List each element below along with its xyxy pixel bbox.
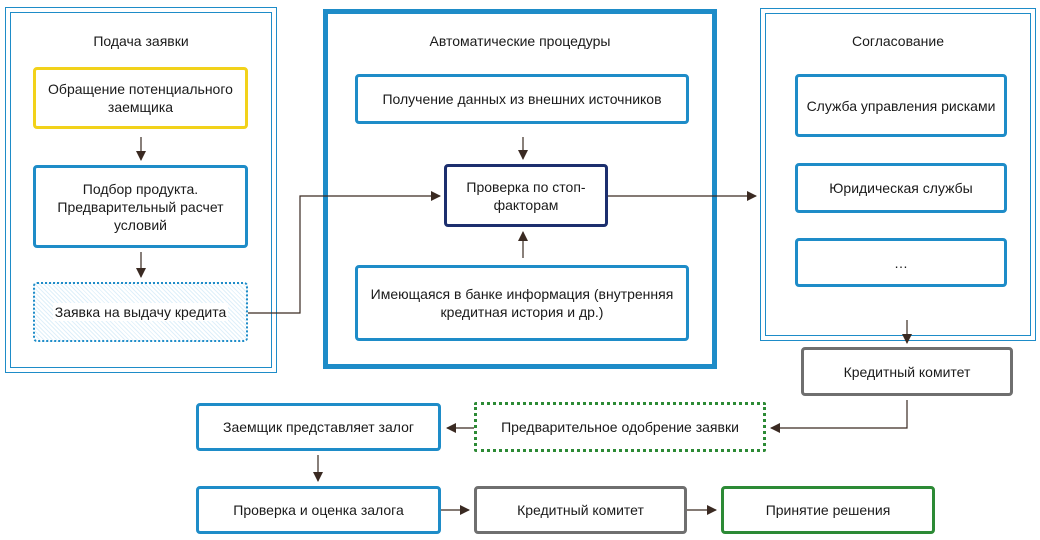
arrow-committee-to-preliminary — [770, 400, 908, 433]
panel-submission-title: Подача заявки — [93, 33, 189, 49]
box-external-data-text: Получение данных из внешних источников — [382, 91, 662, 107]
box-appeal-text: Обращение потенциального заемщика — [48, 81, 233, 115]
box-credit-committee-1-text: Кредитный комитет — [843, 363, 971, 380]
box-collateral-provided: Заемщик представляет залог — [196, 403, 441, 451]
box-collateral-check-text: Проверка и оценка залога — [233, 502, 404, 518]
panel-automatic-title: Автоматические процедуры — [429, 33, 611, 49]
box-appeal: Обращение потенциального заемщика — [33, 67, 248, 129]
arrow-application-to-stopfactors — [248, 191, 441, 314]
box-decision-text: Принятие решения — [765, 502, 891, 518]
box-legal-service-text: Юридическая службы — [829, 180, 973, 196]
box-stop-factors: Проверка по стоп-факторам — [444, 164, 608, 227]
box-product-selection: Подбор продукта. Предварительный расчет … — [33, 165, 248, 248]
box-preliminary-approval: Предварительное одобрение заявки — [474, 402, 766, 452]
box-loan-application-text: Заявка на выдачу кредита — [52, 303, 229, 321]
box-collateral-check: Проверка и оценка залога — [196, 486, 441, 534]
box-stop-factors-text: Проверка по стоп-факторам — [466, 178, 586, 213]
box-collateral-provided-text: Заемщик представляет залог — [223, 419, 414, 435]
box-ellipsis-text: … — [894, 254, 908, 271]
box-ellipsis: … — [795, 238, 1007, 287]
box-preliminary-approval-text: Предварительное одобрение заявки — [501, 419, 739, 435]
box-legal-service: Юридическая службы — [795, 163, 1007, 213]
box-loan-application: Заявка на выдачу кредита — [33, 282, 248, 342]
box-decision: Принятие решения — [721, 486, 935, 534]
panel-approval-title: Согласование — [852, 33, 944, 49]
box-credit-committee-2: Кредитный комитет — [474, 486, 687, 534]
box-bank-info: Имеющаяся в банке информация (внутренняя… — [355, 265, 689, 341]
panel-submission: Подача заявки — [5, 7, 277, 373]
box-risk-service: Служба управления рисками — [795, 74, 1007, 137]
box-bank-info-text: Имеющаяся в банке информация (внутренняя… — [370, 286, 674, 320]
box-credit-committee-1: Кредитный комитет — [801, 347, 1013, 396]
box-product-selection-text: Подбор продукта. Предварительный расчет … — [57, 180, 224, 233]
box-credit-committee-2-text: Кредитный комитет — [517, 502, 644, 518]
box-risk-service-text: Служба управления рисками — [806, 97, 996, 114]
panel-approval: Согласование — [760, 8, 1036, 341]
panel-automatic: Автоматические процедуры — [323, 9, 717, 369]
box-external-data: Получение данных из внешних источников — [355, 74, 689, 124]
